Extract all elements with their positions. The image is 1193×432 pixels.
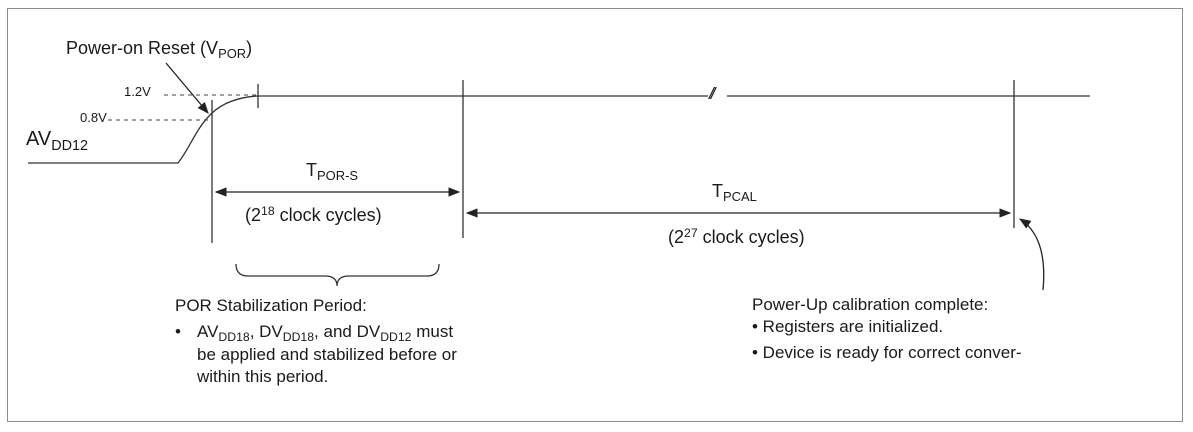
- axis-break-mark: //: [709, 84, 716, 103]
- por-pointer-arrow: [165, 62, 209, 114]
- calibration-bullet-1: • Registers are initialized.: [752, 317, 944, 336]
- tpors-label: TPOR-S: [306, 160, 359, 184]
- por-stabilization-block: POR Stabilization Period: •AVDD18, DVDD1…: [175, 295, 457, 388]
- calibration-bullet-2: • Device is ready for correct conver-: [752, 343, 1022, 362]
- v-high-label: 1.2V: [124, 84, 151, 99]
- tpcal-label: TPCAL: [712, 181, 757, 205]
- calibration-block: Power-Up calibration complete: • Registe…: [752, 294, 1022, 364]
- tpors-cycles-label: (218 clock cycles): [245, 204, 382, 225]
- calibration-pointer-arrow: [1019, 218, 1045, 291]
- avdd12-label: AVDD12: [26, 128, 88, 154]
- por-stabilization-title: POR Stabilization Period:: [175, 296, 367, 315]
- por-stabilization-line1: •AVDD18, DVDD18, and DVDD12 must: [175, 322, 454, 344]
- calibration-title: Power-Up calibration complete:: [752, 295, 989, 314]
- por-title-label: Power-on Reset (VPOR): [66, 38, 253, 62]
- v-low-label: 0.8V: [80, 110, 107, 125]
- avdd12-waveform: [28, 95, 708, 164]
- tpcal-cycles-label: (227 clock cycles): [668, 226, 805, 247]
- por-stabilization-line3: within this period.: [197, 367, 329, 386]
- por-stabilization-line2: be applied and stabilized before or: [197, 345, 457, 364]
- por-stabilization-brace: [235, 263, 440, 287]
